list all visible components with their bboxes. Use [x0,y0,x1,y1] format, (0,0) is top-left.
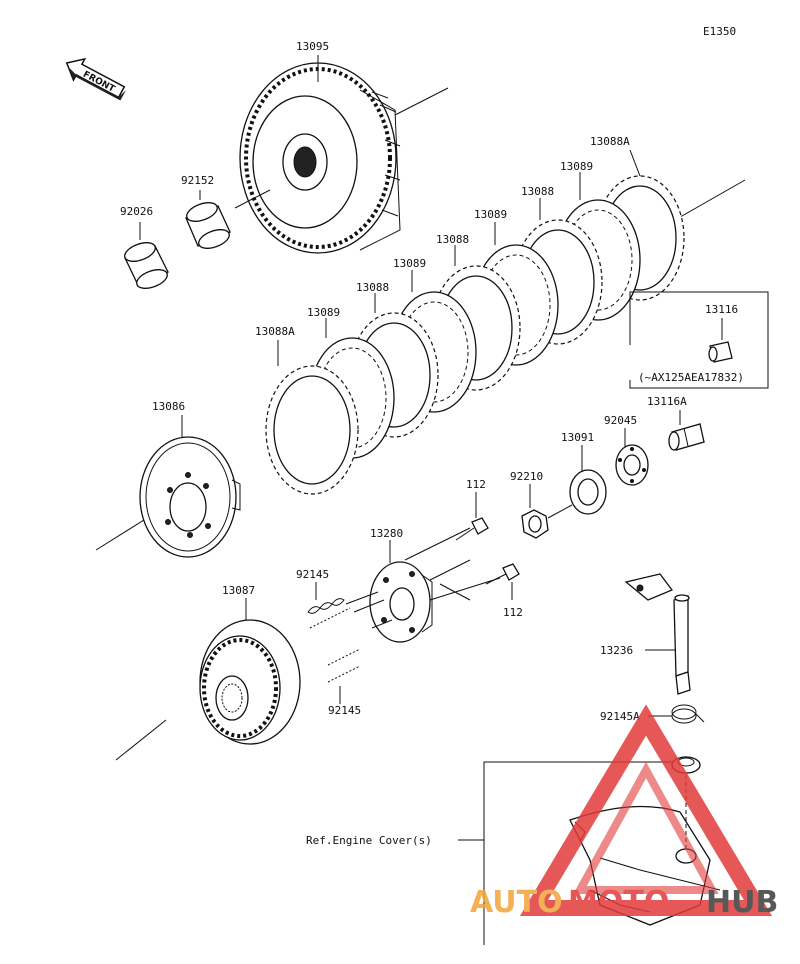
label-pusher: 13116 [705,303,738,316]
label-pusher-a: 13116A [647,395,687,408]
spring-bottom [327,648,361,683]
label-clutch-housing: 13095 [296,40,329,53]
engine-cover-ref-box [483,761,674,945]
label-steel-plate-2: 13089 [393,257,426,270]
holder [569,469,607,515]
bearing [615,444,649,486]
label-spring-top: 92145 [296,568,329,581]
friction-plate-a-bottom [265,365,359,495]
watermark-hub: HUB [706,885,778,920]
label-bolt-bottom: 112 [503,606,523,619]
label-friction-plate-a-top: 13088A [590,135,630,148]
label-spring-plate: 13280 [370,527,403,540]
label-nut: 92210 [510,470,543,483]
label-pusher-note: (~AX125AEA17832) [638,371,744,384]
label-engine-cover-ref: Ref.Engine Cover(s) [306,834,432,847]
label-holder: 13091 [561,431,594,444]
label-bearing-sleeve: 92026 [120,205,153,218]
label-clutch-hub: 13087 [222,584,255,597]
front-arrow-icon: FRONT [65,57,127,101]
bearing-sleeve [124,242,169,289]
clutch-housing [239,62,401,254]
label-steel-plate-4: 13089 [560,160,593,173]
watermark-auto: AUTO [470,885,563,920]
label-collar: 92152 [181,174,214,187]
label-release-shaft: 13236 [600,644,633,657]
label-pressure-plate: 13086 [152,400,185,413]
diagram-code: E1350 [703,25,736,38]
label-steel-plate-3: 13089 [474,208,507,221]
pressure-plate [139,436,241,558]
bolt-top [455,517,489,541]
pusher-a [668,423,705,451]
label-spring-bottom: 92145 [328,704,361,717]
label-bolt-top: 112 [466,478,486,491]
collar [185,202,231,249]
clutch-hub [199,619,301,745]
automotohub-watermark: AUTO MOTO HUB [470,704,778,920]
nut [521,509,549,539]
spring-top [307,598,351,629]
pusher-callout-box [629,291,769,389]
watermark-moto: MOTO [568,885,669,920]
label-friction-plate-3: 13088 [521,185,554,198]
label-friction-plate-1: 13088 [356,281,389,294]
label-friction-plate-2: 13088 [436,233,469,246]
label-steel-plate-1: 13089 [307,306,340,319]
label-friction-plate-a-bottom: 13088A [255,325,295,338]
return-spring [671,704,705,724]
label-return-spring: 92145A [600,710,640,723]
release-shaft [624,573,691,695]
label-bearing: 92045 [604,414,637,427]
pusher [708,341,733,363]
spring-plate [369,561,433,643]
